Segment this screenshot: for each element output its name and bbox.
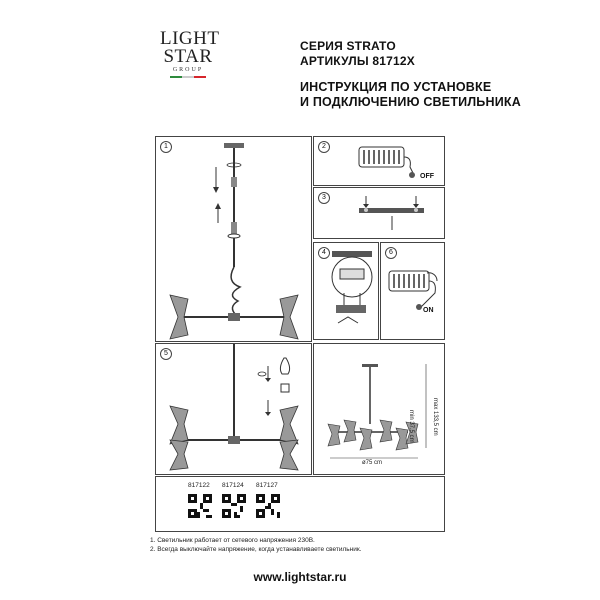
step-1-diagram (169, 143, 299, 340)
dimensions-panel: ø75 cm min 37,5 cm max 133,5 cm (313, 343, 445, 475)
logo-line-1: LIGHT (160, 28, 220, 49)
step-4-panel: 4 (313, 242, 379, 340)
off-label: OFF (420, 173, 434, 180)
instruction-title-line-2: И ПОДКЛЮЧЕНИЮ СВЕТИЛЬНИКА (300, 95, 521, 109)
step-1-panel: 1 (155, 136, 312, 342)
step-6-diagram (388, 270, 438, 310)
note-1: 1. Светильник работает от сетевого напря… (150, 537, 315, 544)
code-817127: 817127 (256, 482, 278, 489)
qr-code-817122 (188, 494, 212, 518)
website-link[interactable]: www.lightstar.ru (253, 570, 347, 584)
series-title: СЕРИЯ STRATO (300, 39, 396, 53)
note-2: 2. Всегда выключайте напряжение, когда у… (150, 546, 362, 553)
code-817124: 817124 (222, 482, 244, 489)
height-max-label: max 133,5 cm (432, 398, 438, 436)
qr-code-817127 (256, 494, 280, 518)
qr-panel: 817122 817124 817127 (155, 476, 445, 532)
step-3-panel: 3 (313, 187, 445, 239)
diameter-label: ø75 cm (362, 460, 383, 466)
step-2-diagram (358, 146, 415, 178)
qr-code-817124 (222, 494, 246, 518)
code-817122: 817122 (188, 482, 210, 489)
step-3-number: 3 (318, 192, 330, 204)
step-6-number: 6 (385, 247, 397, 259)
logo-line-3: GROUP (172, 67, 204, 73)
step-5-number: 5 (160, 348, 172, 360)
logo-line-2: STAR (163, 46, 213, 67)
step-4-diagram (331, 251, 373, 324)
instruction-title-line-1: ИНСТРУКЦИЯ ПО УСТАНОВКЕ (300, 80, 492, 94)
step-4-number: 4 (318, 247, 330, 259)
step-5-panel: 5 (155, 343, 312, 475)
step-5-diagram (169, 344, 299, 471)
step-2-panel: 2 OFF (313, 136, 445, 186)
italian-flag-stripe (170, 76, 206, 78)
step-3-diagram (359, 196, 424, 230)
dimensions-diagram (327, 364, 427, 459)
brand-logo: LIGHT STAR GROUP (160, 28, 220, 78)
article-number: АРТИКУЛЫ 81712X (300, 54, 415, 68)
step-1-number: 1 (160, 141, 172, 153)
notes: 1. Светильник работает от сетевого напря… (150, 536, 362, 554)
step-2-number: 2 (318, 141, 330, 153)
height-min-label: min 37,5 cm (408, 410, 414, 443)
on-label: ON (423, 307, 434, 314)
step-6-panel: 6 ON (380, 242, 445, 340)
